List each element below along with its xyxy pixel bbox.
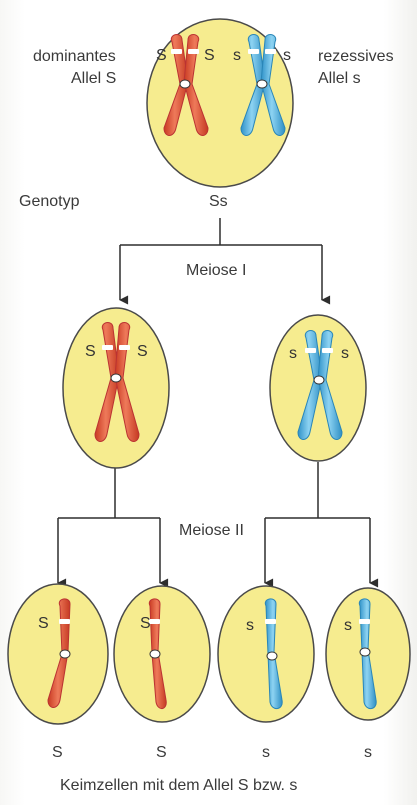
gamete-label-2: S (156, 744, 167, 762)
gamete-cell-4: s (326, 588, 410, 720)
allele-mark: S (38, 615, 49, 632)
meiosis2-label: Meiose II (175, 522, 248, 540)
allele-mark: s (283, 47, 291, 64)
gamete-cell-3: s (218, 586, 314, 722)
genotype-label: Genotyp (19, 193, 79, 211)
dominant-allele-label-line2: Allel S (71, 70, 116, 88)
gamete-cell-1: S (8, 584, 108, 724)
allele-mark: s (246, 617, 254, 634)
allele-mark: s (344, 617, 352, 634)
gamete-label-4: s (364, 744, 372, 762)
recessive-allele-label-line1: rezessives (318, 48, 394, 66)
dominant-allele-label-line1: dominantes (33, 48, 116, 66)
meiosis1-cell-dominant: S S (63, 308, 169, 468)
meiosis1-cell-recessive: s s (270, 315, 366, 461)
gamete-cell-2: S (114, 586, 210, 722)
allele-mark: s (341, 345, 349, 362)
allele-mark: S (204, 47, 215, 64)
allele-mark: S (156, 47, 167, 64)
allele-mark: S (85, 343, 96, 360)
allele-mark: s (289, 345, 297, 362)
recessive-allele-label-line2: Allel s (318, 70, 361, 88)
caption: Keimzellen mit dem Allel S bzw. s (60, 777, 297, 795)
allele-mark: S (137, 343, 148, 360)
gamete-label-1: S (52, 744, 63, 762)
parent-cell: S S s s (147, 19, 293, 187)
allele-mark: s (233, 47, 241, 64)
allele-mark: S (140, 615, 151, 632)
genotype-value: Ss (209, 193, 228, 211)
meiosis1-label: Meiose I (182, 262, 250, 280)
gamete-label-3: s (262, 744, 270, 762)
